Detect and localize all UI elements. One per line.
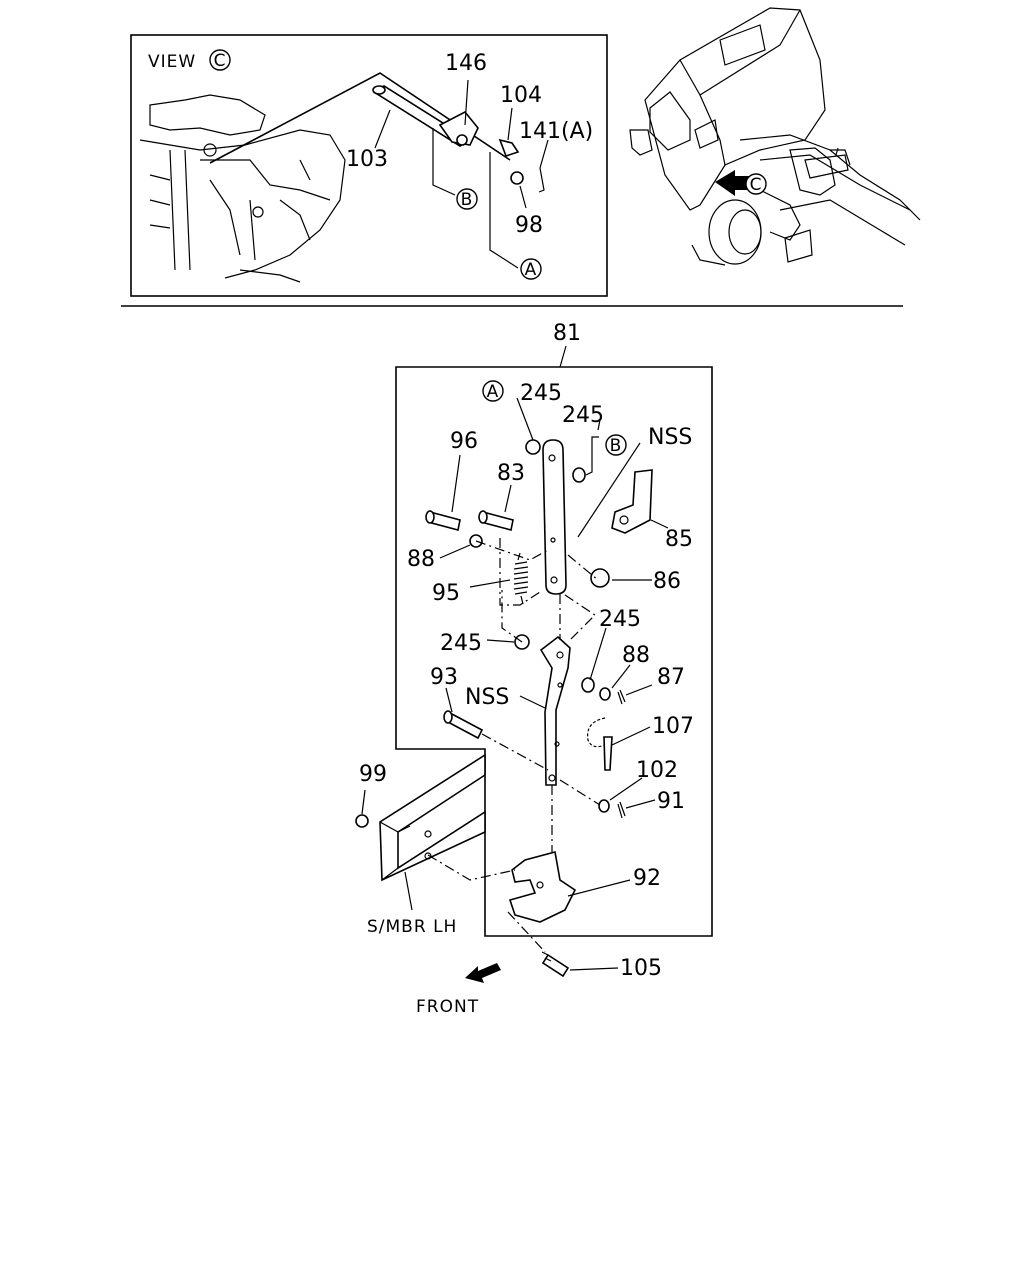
cotter-pin-87 bbox=[617, 689, 626, 705]
view-direction-arrow-icon bbox=[715, 170, 750, 196]
leader-lines bbox=[361, 397, 669, 971]
bushing-245-a bbox=[525, 439, 541, 455]
upper-lever-arm bbox=[542, 439, 567, 595]
bracket-85 bbox=[611, 469, 653, 534]
side-member-lh bbox=[379, 753, 486, 882]
label-87: 87 bbox=[657, 665, 685, 690]
chain-pin-107 bbox=[587, 717, 613, 771]
lower-lever-arm bbox=[539, 635, 571, 786]
cotter-pin-91 bbox=[617, 801, 626, 819]
truck-view-marker: C bbox=[750, 175, 763, 195]
label-245-a: 245 bbox=[520, 381, 562, 406]
view-letter: C bbox=[214, 51, 227, 71]
inset-frame bbox=[130, 34, 608, 297]
inset-ref-b: B bbox=[461, 190, 474, 210]
label-88-a: 88 bbox=[407, 547, 435, 572]
label-nss-top: NSS bbox=[648, 425, 692, 450]
bushing-245-b bbox=[572, 467, 586, 483]
inset-ref-a: A bbox=[525, 260, 538, 280]
washer-99 bbox=[355, 814, 369, 828]
truck-view-marker-circle bbox=[745, 173, 767, 195]
label-96: 96 bbox=[450, 429, 478, 454]
label-nss-bottom: NSS bbox=[465, 685, 509, 710]
assembly-boundary bbox=[395, 366, 713, 937]
inset-ref-a-circle bbox=[520, 258, 542, 280]
label-93: 93 bbox=[430, 665, 458, 690]
ref-a-circle bbox=[482, 380, 504, 402]
label-245-c: 245 bbox=[440, 631, 482, 656]
label-83: 83 bbox=[497, 461, 525, 486]
inset-label-104: 104 bbox=[500, 83, 542, 108]
label-85: 85 bbox=[665, 527, 693, 552]
inset-chassis-sketch bbox=[139, 94, 346, 283]
ref-a: A bbox=[487, 382, 500, 402]
label-95: 95 bbox=[432, 581, 460, 606]
view-letter-circle bbox=[209, 49, 231, 71]
main-assembly: 81 bbox=[355, 321, 713, 1017]
washer-102 bbox=[598, 799, 610, 813]
label-102: 102 bbox=[636, 758, 678, 783]
front-arrow-icon bbox=[465, 963, 501, 983]
ref-b-circle bbox=[605, 434, 627, 456]
inset-label-103: 103 bbox=[346, 147, 388, 172]
label-105: 105 bbox=[620, 956, 662, 981]
washer-88-b bbox=[599, 687, 611, 701]
label-99: 99 bbox=[359, 762, 387, 787]
label-88-b: 88 bbox=[622, 643, 650, 668]
label-245-d: 245 bbox=[599, 607, 641, 632]
inset-label-146: 146 bbox=[445, 51, 487, 76]
bushing-245-d bbox=[581, 677, 595, 693]
inset-pin-assembly bbox=[209, 72, 549, 269]
inset-label-141a: 141(A) bbox=[519, 119, 593, 144]
view-c-inset: VIEW C bbox=[130, 34, 608, 297]
truck-overview: C bbox=[629, 7, 921, 266]
inset-label-98: 98 bbox=[515, 213, 543, 238]
label-245-b: 245 bbox=[562, 403, 604, 428]
label-91: 91 bbox=[657, 789, 685, 814]
label-92: 92 bbox=[633, 866, 661, 891]
bolt-105 bbox=[541, 953, 570, 978]
label-side-member: S/MBR LH bbox=[367, 917, 457, 937]
label-107: 107 bbox=[652, 714, 694, 739]
view-title: VIEW bbox=[148, 52, 196, 72]
ring-86 bbox=[590, 568, 610, 588]
assembly-label-81: 81 bbox=[553, 321, 581, 346]
label-front: FRONT bbox=[416, 997, 479, 1017]
spring-95 bbox=[513, 552, 529, 605]
inset-ref-b-circle bbox=[456, 188, 478, 210]
ref-b: B bbox=[610, 436, 623, 456]
label-86: 86 bbox=[653, 569, 681, 594]
